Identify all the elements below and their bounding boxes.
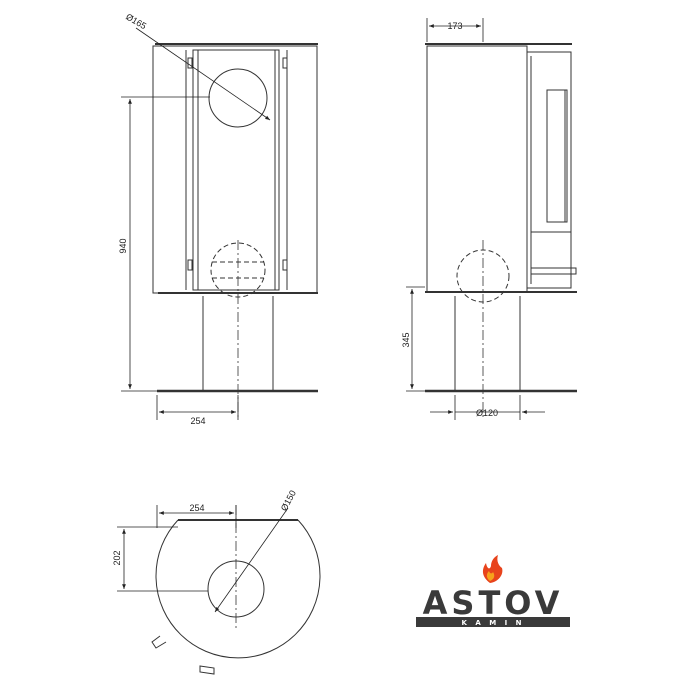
- plan-width-label: 254: [189, 503, 204, 513]
- base-width-label: 254: [190, 416, 205, 426]
- pipe-diameter-label: Ø120: [476, 408, 498, 418]
- plan-view-dimensions: [117, 505, 289, 613]
- brand-tagline: K A M I N: [461, 619, 524, 627]
- front-view: [152, 43, 318, 420]
- plan-view: [151, 505, 321, 675]
- front-view-dimensions: [121, 27, 271, 420]
- side-view: [425, 43, 577, 420]
- pedestal-height-label: 345: [401, 332, 411, 347]
- brand-tagline-bar: [416, 617, 570, 627]
- side-view-dimensions: [406, 18, 545, 420]
- brand-logo: ASTOV K A M I N: [416, 555, 570, 627]
- top-depth-label: 173: [447, 21, 462, 31]
- plan-flue-diameter-label: Ø150: [279, 489, 298, 513]
- plan-offset-label: 202: [112, 550, 122, 565]
- flame-icon: [482, 555, 503, 583]
- total-height-label: 940: [118, 238, 128, 253]
- brand-name: ASTOV: [423, 584, 564, 622]
